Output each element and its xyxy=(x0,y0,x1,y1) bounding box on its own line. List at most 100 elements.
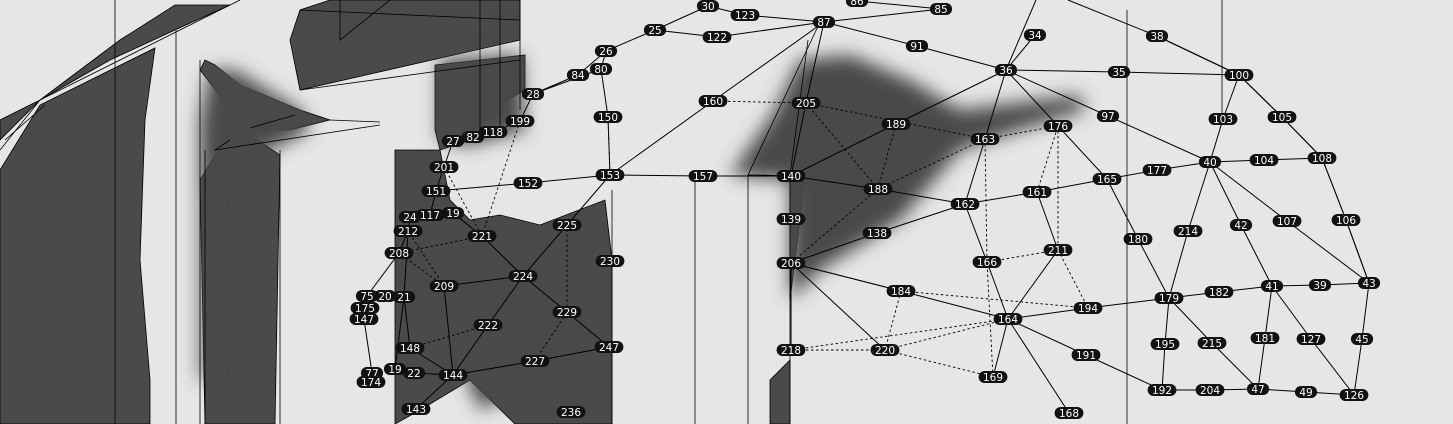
node-label: 27 xyxy=(441,135,465,148)
node-label-text: 192 xyxy=(1152,385,1172,397)
node-label: 123 xyxy=(730,9,760,22)
node-label-text: 191 xyxy=(1076,350,1096,362)
shadow-wedge xyxy=(730,90,800,180)
mesh-edge xyxy=(1156,35,1240,76)
node-label-bg xyxy=(862,227,892,239)
node-label-bg xyxy=(972,256,1002,268)
mesh-edge xyxy=(1057,125,1108,180)
node-label: 222 xyxy=(473,319,503,332)
node-label-bg xyxy=(1249,154,1279,166)
node-label-text: 225 xyxy=(557,220,577,232)
mesh-edge xyxy=(790,102,807,177)
mesh-edge xyxy=(823,8,942,23)
node-label-text: 212 xyxy=(398,226,418,238)
mesh-edge xyxy=(1168,297,1213,344)
node-label: 206 xyxy=(776,257,806,270)
node-label: 212 xyxy=(393,225,423,238)
node-label-text: 236 xyxy=(561,407,581,419)
node-label: 180 xyxy=(1123,233,1153,246)
node-label-bg xyxy=(349,313,379,325)
mesh-edge xyxy=(900,290,1009,320)
node-label-text: 26 xyxy=(599,46,613,58)
node-label-bg xyxy=(881,118,911,130)
node-label-text: 199 xyxy=(510,116,530,128)
mesh-edge-dashed xyxy=(790,318,1009,351)
node-label: 144 xyxy=(438,369,468,382)
mesh-edge xyxy=(1005,69,1109,117)
node-label: 25 xyxy=(643,24,667,37)
node-label-text: 80 xyxy=(594,64,607,76)
node-label-bg xyxy=(594,45,618,57)
mesh-edge xyxy=(532,68,602,95)
node-label-bg xyxy=(350,302,380,314)
node-label-text: 22 xyxy=(407,368,420,380)
soft-shadow-shapes xyxy=(200,55,1085,410)
mesh-edge xyxy=(1345,219,1370,284)
node-label-bg xyxy=(1147,384,1177,396)
node-label: 247 xyxy=(594,341,624,354)
node-label-bg xyxy=(1260,280,1284,292)
wall-outline xyxy=(249,114,296,129)
mesh-edge xyxy=(1067,0,1158,37)
node-label-text: 204 xyxy=(1200,385,1220,397)
node-label-bg xyxy=(505,115,535,127)
node-label: 87 xyxy=(812,16,836,29)
node-label-bg xyxy=(1246,383,1270,395)
node-label-text: 194 xyxy=(1078,303,1098,315)
node-label-bg xyxy=(595,255,625,267)
node-label: 236 xyxy=(556,406,586,419)
mesh-edge xyxy=(876,203,966,234)
node-label-bg xyxy=(970,133,1000,145)
mesh-edge xyxy=(1271,285,1312,340)
mesh-edge xyxy=(1211,342,1259,390)
node-label: 209 xyxy=(429,280,459,293)
mesh-edge xyxy=(1007,249,1059,320)
node-label-bg xyxy=(1198,156,1222,168)
node-label: 208 xyxy=(384,247,414,260)
node-label-text: 160 xyxy=(703,96,723,108)
node-label-text: 147 xyxy=(354,314,374,326)
node-label: 138 xyxy=(862,227,892,240)
node-label: 21 xyxy=(392,291,416,304)
node-label-bg xyxy=(429,161,459,173)
mesh-edge xyxy=(600,68,609,118)
node-label-text: 151 xyxy=(426,186,446,198)
node-label-bg xyxy=(993,313,1023,325)
node-label: 20 xyxy=(373,290,397,303)
node-label-bg xyxy=(355,290,379,302)
mesh-edge xyxy=(1005,69,1120,73)
node-label-text: 208 xyxy=(389,248,409,260)
mesh-edge xyxy=(1222,74,1240,120)
wall-shape-left xyxy=(0,4,231,141)
node-label: 86 xyxy=(845,0,869,8)
node-label-bg xyxy=(520,355,550,367)
node-label: 104 xyxy=(1249,154,1279,167)
node-label-text: 188 xyxy=(868,184,888,196)
mesh-edge xyxy=(1085,354,1163,391)
node-label-text: 25 xyxy=(648,25,661,37)
node-label-bg xyxy=(776,170,806,182)
node-label-bg xyxy=(1307,152,1337,164)
mesh-edge xyxy=(1238,74,1283,118)
mesh-edge xyxy=(1187,161,1211,232)
mesh-edge xyxy=(363,318,373,374)
mesh-edge-dashed xyxy=(900,290,1089,309)
node-label-bg xyxy=(594,341,624,353)
mesh-edge xyxy=(403,296,411,349)
node-label: 19 xyxy=(383,363,407,376)
wall-outline xyxy=(299,9,521,21)
node-label: 35 xyxy=(1107,66,1131,79)
node-label-text: 182 xyxy=(1209,287,1229,299)
node-label-text: 47 xyxy=(1251,384,1264,396)
mesh-edge xyxy=(1036,191,1059,251)
node-label: 107 xyxy=(1272,215,1302,228)
mesh-edge xyxy=(1137,238,1170,299)
wall-outline xyxy=(4,104,46,141)
node-label-text: 195 xyxy=(1155,339,1175,351)
mesh-edge xyxy=(1005,69,1059,127)
mesh-edge xyxy=(986,261,1009,320)
mesh-edge xyxy=(487,275,524,326)
node-label-text: 45 xyxy=(1355,334,1368,346)
